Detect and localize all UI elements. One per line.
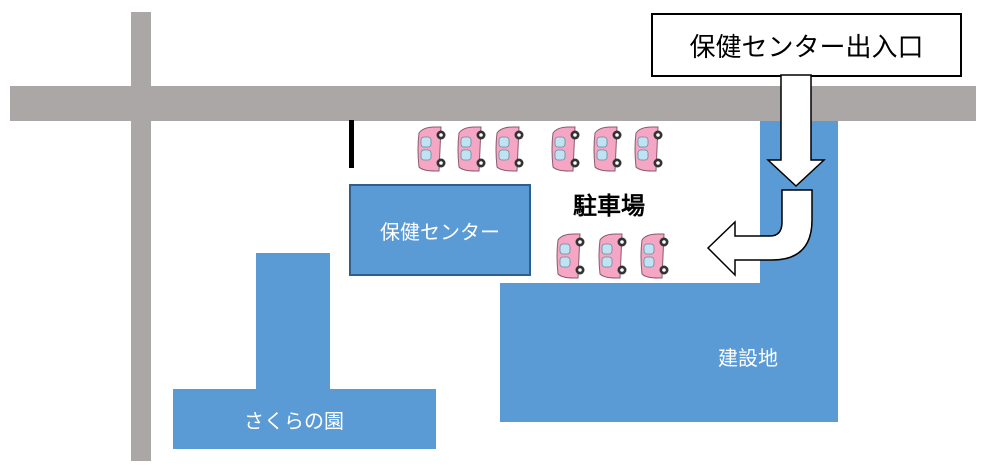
parked-car-icon bbox=[589, 123, 627, 175]
parked-car-icon bbox=[413, 123, 451, 175]
parked-car-icon bbox=[552, 230, 590, 282]
health-center: 保健センター bbox=[349, 184, 531, 276]
parked-car-icon bbox=[547, 123, 585, 175]
health-center-label: 保健センター bbox=[380, 219, 500, 244]
gate-bar bbox=[349, 120, 354, 168]
parked-car-icon bbox=[594, 230, 632, 282]
vertical-road bbox=[131, 12, 151, 461]
entrance-label-box: 保健センター出入口 bbox=[651, 13, 962, 77]
sakura-stem bbox=[256, 253, 330, 390]
parking-label: 駐車場 bbox=[573, 192, 645, 220]
parked-car-icon bbox=[453, 123, 491, 175]
parked-car-icon bbox=[630, 123, 668, 175]
parked-car-icon bbox=[491, 123, 529, 175]
entrance-label: 保健センター出入口 bbox=[689, 32, 924, 63]
arrow-left-curve bbox=[706, 189, 813, 277]
parked-car-icon bbox=[636, 230, 674, 282]
sakura-building bbox=[173, 389, 436, 449]
sakura-label: さくらの園 bbox=[244, 409, 344, 433]
arrow-down bbox=[766, 74, 826, 188]
construction-site-label: 建設地 bbox=[718, 346, 778, 370]
construction-site bbox=[500, 283, 838, 422]
horizontal-road bbox=[10, 86, 976, 121]
